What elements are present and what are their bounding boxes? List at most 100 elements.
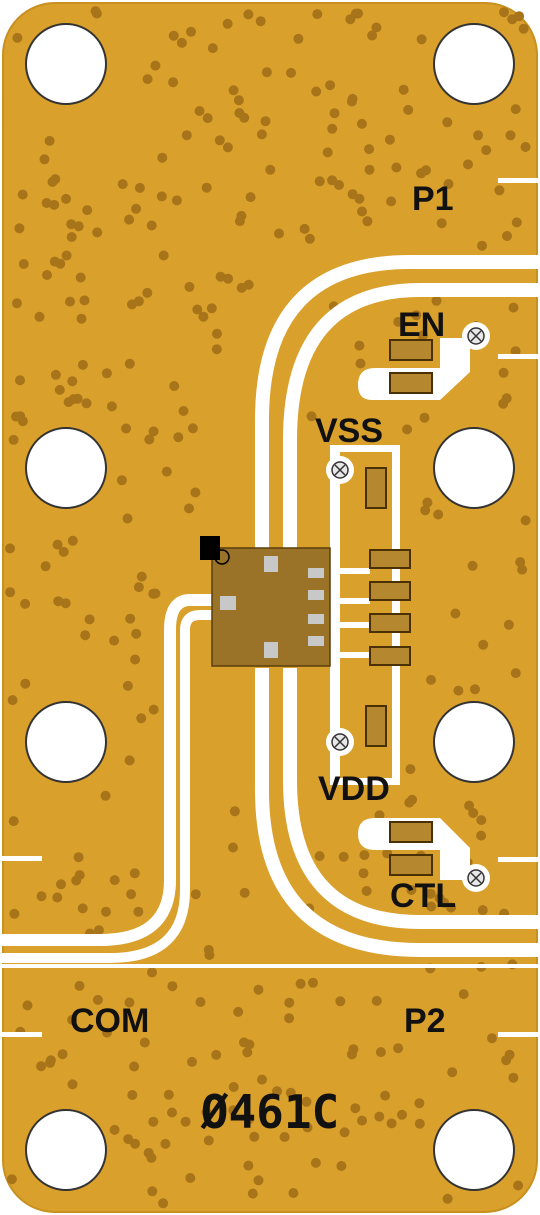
via-dot bbox=[476, 830, 487, 841]
via-dot bbox=[222, 142, 233, 153]
en-loop bbox=[358, 338, 470, 400]
via-dot bbox=[419, 412, 430, 423]
via-dot bbox=[279, 1132, 290, 1142]
via-dot bbox=[92, 227, 103, 238]
via-dot bbox=[91, 8, 102, 19]
via-dot bbox=[40, 561, 51, 572]
via-dot bbox=[398, 84, 409, 95]
cap-ctl-2 bbox=[389, 854, 433, 876]
via-dot bbox=[184, 281, 195, 292]
via-dot bbox=[244, 1114, 254, 1125]
via-dot bbox=[518, 23, 529, 34]
via-dot bbox=[124, 214, 135, 225]
via-dot bbox=[136, 713, 147, 724]
via-dot bbox=[52, 892, 63, 903]
via-dot bbox=[60, 598, 71, 609]
stub-4 bbox=[300, 652, 370, 658]
mount-hole-icon bbox=[433, 1109, 515, 1191]
via-dot bbox=[510, 104, 521, 115]
via-dot bbox=[116, 475, 127, 486]
via-dot bbox=[42, 270, 52, 280]
via-dot bbox=[125, 613, 136, 624]
via-dot bbox=[481, 145, 492, 156]
via-dot bbox=[450, 608, 461, 619]
via-dot bbox=[470, 684, 480, 695]
via-dot bbox=[375, 1047, 386, 1058]
via-dot bbox=[67, 535, 78, 546]
via-dot bbox=[295, 978, 306, 989]
via-dot bbox=[45, 1057, 56, 1068]
pin-label-ctl: CTL bbox=[390, 877, 456, 915]
via-dot bbox=[239, 887, 250, 898]
dc-pads bbox=[326, 322, 490, 892]
via-dot bbox=[502, 231, 512, 241]
via-dot bbox=[284, 997, 295, 1008]
via-dot bbox=[160, 1138, 171, 1149]
chip-pads bbox=[220, 556, 324, 658]
via-dot bbox=[194, 106, 205, 116]
via-dot bbox=[473, 130, 484, 141]
via-dot bbox=[124, 997, 135, 1008]
via-dot bbox=[347, 189, 358, 200]
via-dot bbox=[14, 223, 25, 234]
via-dot bbox=[133, 906, 144, 917]
via-dot bbox=[244, 1039, 255, 1050]
via-dot bbox=[229, 806, 240, 817]
via-dot bbox=[80, 630, 91, 641]
via-dot bbox=[161, 466, 172, 477]
via-dot bbox=[169, 381, 180, 391]
gap-p1-mid bbox=[498, 354, 540, 359]
cap-bias-4 bbox=[369, 646, 411, 666]
via-dot bbox=[146, 1152, 157, 1163]
mount-hole-icon bbox=[433, 427, 515, 509]
via-dot bbox=[124, 755, 135, 766]
via-dot bbox=[102, 1027, 112, 1038]
mounting-holes bbox=[25, 23, 515, 1191]
via-dot bbox=[260, 116, 271, 127]
via-dot bbox=[478, 639, 489, 650]
via-dot bbox=[336, 1161, 347, 1171]
via-dot bbox=[20, 678, 31, 689]
via-dot bbox=[146, 220, 157, 231]
via-dot bbox=[468, 808, 479, 818]
via-dot bbox=[357, 206, 367, 217]
via-dot bbox=[82, 205, 93, 216]
via-dot bbox=[77, 903, 88, 914]
port-label-com: COM bbox=[70, 1002, 149, 1040]
via-dot bbox=[293, 33, 304, 44]
gap-com-bot bbox=[0, 1032, 42, 1037]
via-dot bbox=[5, 587, 16, 598]
mount-hole-icon bbox=[433, 701, 515, 783]
via-dot bbox=[384, 134, 395, 145]
via-dot bbox=[503, 619, 514, 630]
via-dot bbox=[308, 977, 318, 988]
via-dot bbox=[123, 1134, 134, 1145]
via-dot bbox=[306, 411, 317, 422]
via-dot bbox=[416, 34, 427, 45]
via-dot bbox=[386, 196, 397, 207]
via-dot bbox=[272, 1086, 282, 1097]
via-dot bbox=[180, 1116, 191, 1127]
via-dot bbox=[148, 704, 159, 715]
via-dot bbox=[414, 1118, 425, 1129]
via-dot bbox=[185, 1173, 196, 1183]
mount-hole-icon bbox=[25, 1109, 107, 1191]
via-dot bbox=[148, 588, 159, 599]
trace-p1-outer bbox=[255, 255, 540, 548]
via-dot bbox=[56, 879, 66, 890]
via-dot bbox=[184, 503, 194, 514]
via-dot bbox=[8, 434, 19, 445]
via-dot bbox=[58, 546, 69, 557]
via-dot bbox=[453, 685, 464, 696]
pin-label-en: EN bbox=[398, 306, 445, 344]
via-dot bbox=[513, 1180, 524, 1191]
via-dot bbox=[325, 80, 336, 91]
cap-en-2 bbox=[389, 372, 433, 394]
via-dot bbox=[442, 1193, 453, 1204]
gap-split bbox=[0, 964, 540, 968]
mount-hole-icon bbox=[25, 23, 107, 105]
via-dot bbox=[510, 346, 521, 357]
pad-vss-icon bbox=[326, 456, 354, 484]
res-vss bbox=[365, 467, 387, 509]
via-dot bbox=[222, 18, 233, 29]
